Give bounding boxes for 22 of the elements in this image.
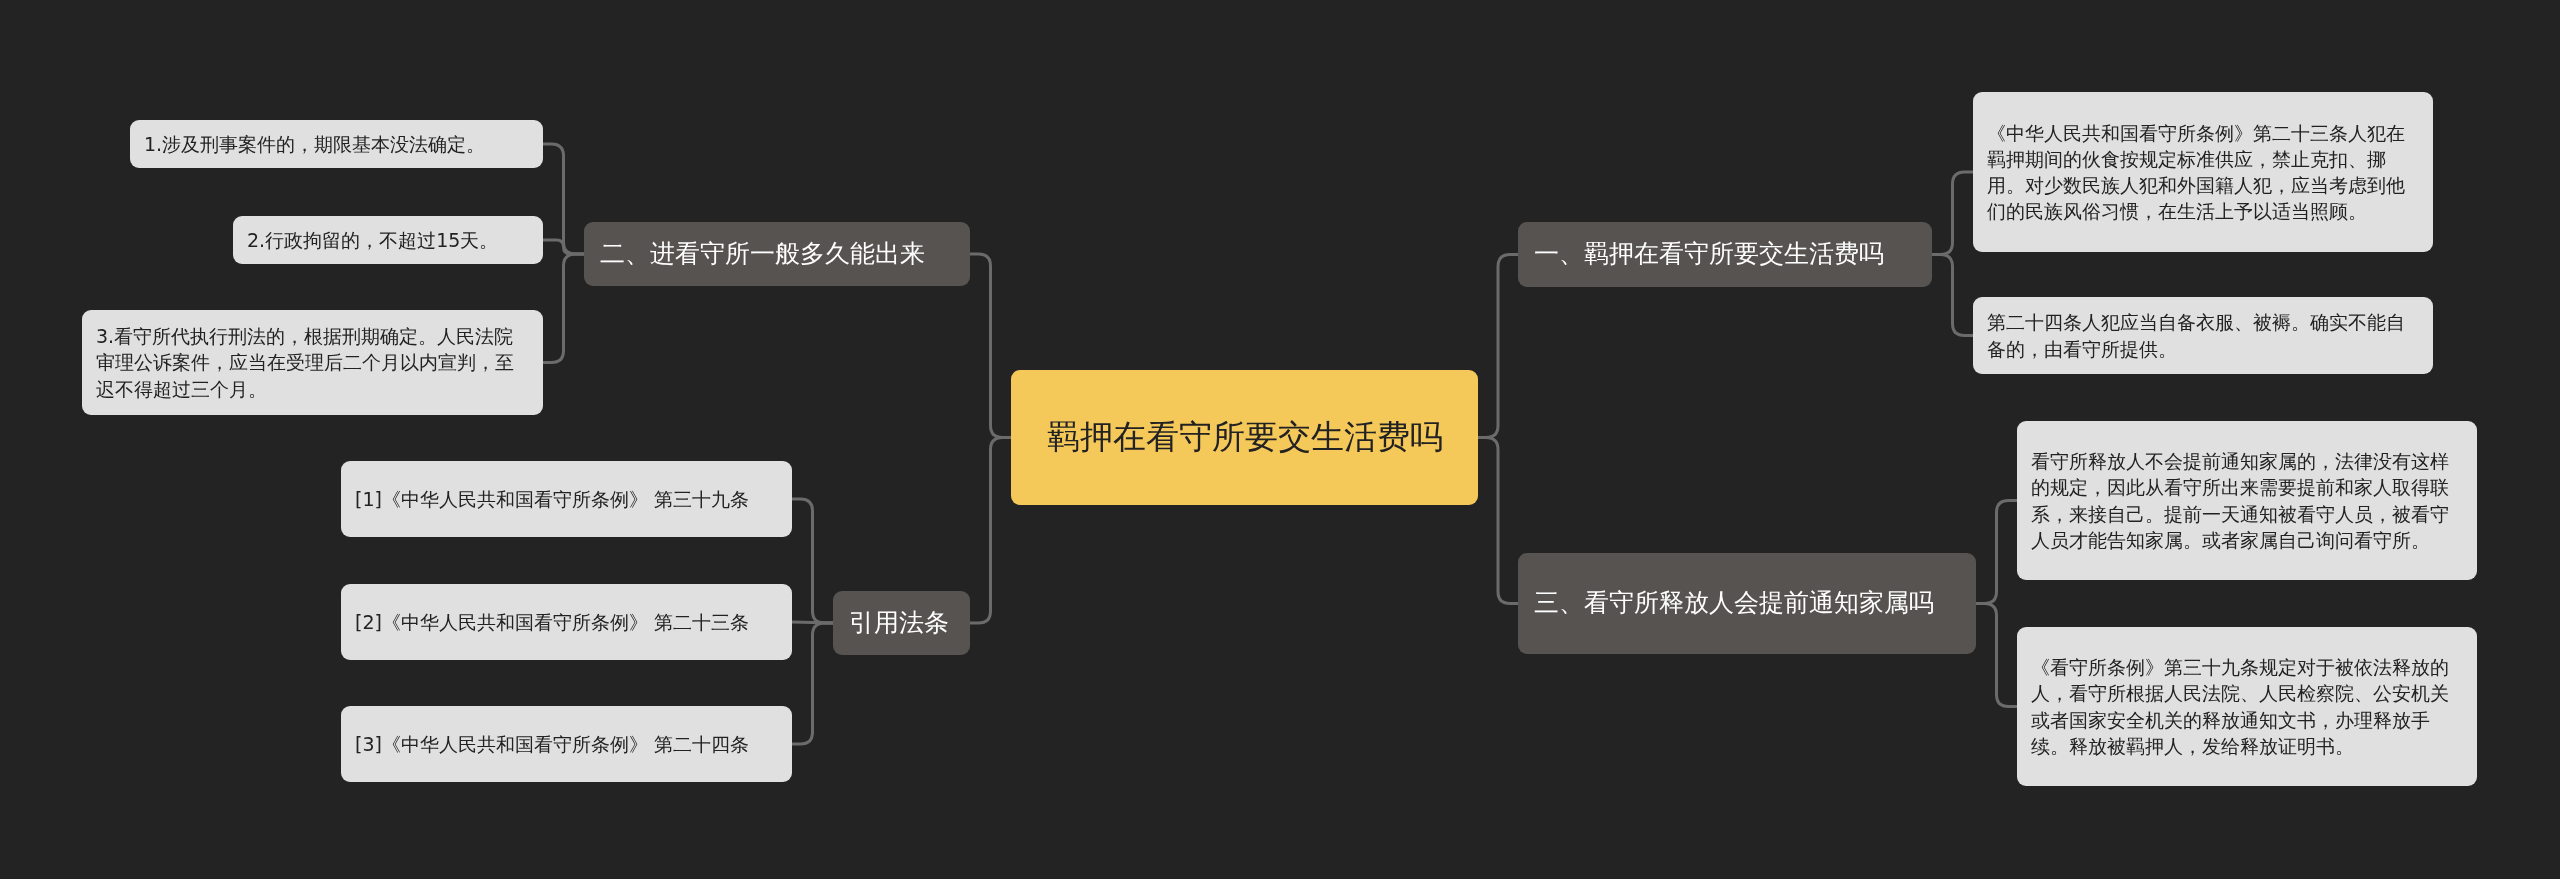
connector-line <box>1932 253 1973 337</box>
subtopic-box: [1]《中华人民共和国看守所条例》 第三十九条 <box>341 461 792 537</box>
subtopic-box: 看守所释放人不会提前通知家属的，法律没有这样的规定，因此从看守所出来需要提前和家人取得联系，来接自己。提前一天通知被看守人员，被看守人员才能告知家属。或者家属自己询问看守所。 <box>2017 421 2477 580</box>
connector-line <box>791 620 834 625</box>
connector-line <box>1976 602 2017 708</box>
subtopic-box: 第二十四条人犯应当自备衣服、被褥。确实不能自备的，由看守所提供。 <box>1973 297 2433 374</box>
connector-line <box>792 621 833 746</box>
topic-box: 三、看守所释放人会提前通知家属吗 <box>1518 553 1976 654</box>
topic-box: 一、羁押在看守所要交生活费吗 <box>1518 222 1932 287</box>
connector-line <box>1478 436 1518 605</box>
subtopic-box: [3]《中华人民共和国看守所条例》 第二十四条 <box>341 706 792 782</box>
subtopic-box: 《中华人民共和国看守所条例》第二十三条人犯在羁押期间的伙食按规定标准供应，禁止克扣、挪用。对少数民族人犯和外国籍人犯，应当考虑到他们的民族风俗习惯，在生活上予以适当照顾。 <box>1973 92 2433 252</box>
subtopic-box: 1.涉及刑事案件的，期限基本没法确定。 <box>130 120 543 168</box>
subtopic-box: 2.行政拘留的，不超过15天。 <box>233 216 543 264</box>
subtopic-box: [2]《中华人民共和国看守所条例》 第二十三条 <box>341 584 792 660</box>
topic-box: 引用法条 <box>833 591 970 655</box>
topic-box: 二、进看守所一般多久能出来 <box>584 222 970 286</box>
connector-line <box>543 252 584 364</box>
subtopic-box: 《看守所条例》第三十九条规定对于被依法释放的人，看守所根据人民法院、人民检察院、公安机关或者国家安全机关的释放通知文书，办理释放手续。释放被羁押人，发给释放证明书。 <box>2017 627 2477 786</box>
central-topic-box: 羁押在看守所要交生活费吗 <box>1011 370 1478 505</box>
connector-line <box>970 436 1011 625</box>
subtopic-box: 3.看守所代执行刑法的，根据刑期确定。人民法院审理公诉案件，应当在受理后二个月以内宣判，至迟不得超过三个月。 <box>82 310 543 415</box>
